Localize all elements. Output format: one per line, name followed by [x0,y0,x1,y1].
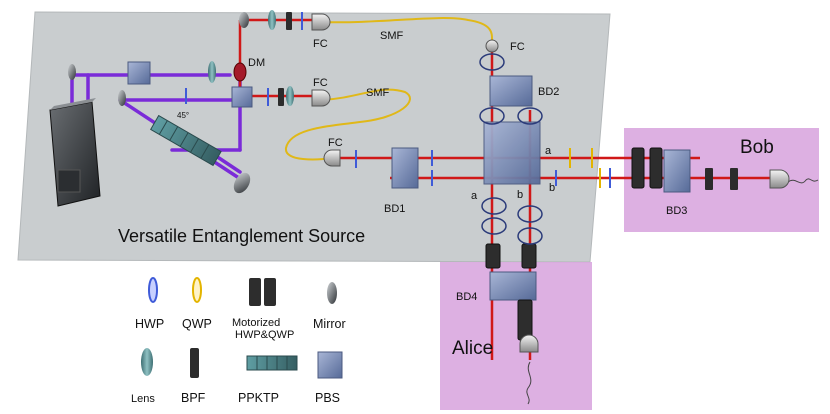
angle-label: 45° [177,111,189,120]
bd3-label: BD3 [666,205,687,217]
detector-cables [526,178,819,405]
legend-motorized-line2: HWP&QWP [235,329,294,341]
lens-legend-icon [141,348,153,376]
smf-label-top: SMF [380,30,404,42]
bpf-filters [278,12,738,190]
detector-alice [519,334,539,353]
pbs-cubes [127,61,691,301]
lens-icon [268,10,276,30]
mirrors [68,12,251,194]
ring-mounts [479,53,543,245]
dm-label: DM [248,57,265,69]
ppktp-icon [246,355,298,371]
lens-icon [208,61,216,83]
fc-label-top: FC [313,38,328,50]
source-title: Versatile Entanglement Source [118,226,365,246]
fc-icon [311,89,331,107]
mirror-icon [233,172,251,194]
fc-icon [485,39,499,53]
smf-label-mid: SMF [366,87,390,99]
bpf-icon [190,348,199,378]
smf-top-fiber [321,17,494,43]
hwp-icon [148,277,158,303]
smf-mid-fiber [285,88,411,161]
bd4-label: BD4 [456,291,477,303]
bob-label: Bob [740,137,774,158]
fc-label-mid: FC [313,77,328,89]
port-b-right: b [549,182,555,194]
port-b-down: b [517,189,523,201]
detector-bob [769,169,790,189]
alice-label: Alice [452,338,493,359]
hwps [185,12,611,188]
bd1-label: BD1 [384,203,405,215]
motorized-icon [249,278,276,306]
legend-qwp: QWP [182,317,212,331]
bd2-label: BD2 [538,86,559,98]
fibers [285,17,494,161]
legend-bpf: BPF [181,391,206,405]
legend-mirror: Mirror [313,317,346,331]
ppktp-crystal [150,114,222,167]
qwps [569,148,601,188]
mirror-icon [68,64,76,80]
dichroic-mirror [233,62,247,82]
legend-ppktp: PPKTP [238,391,279,405]
motorized-stacks [485,147,663,341]
lenses [208,10,294,106]
fc-label-right: FC [510,41,525,53]
fc-label-left: FC [328,137,343,149]
legend-pbs: PBS [315,391,340,405]
mirror-icon [239,12,249,28]
pbs-icon [317,351,343,379]
mirror-legend-icon [327,282,337,304]
laser-source [49,98,101,207]
port-a-down: a [471,190,478,202]
legend: HWP QWP Motorized HWP&QWP Mirror Lens BP… [131,277,346,405]
port-a-right: a [545,145,552,157]
fc-icon [323,149,341,167]
qwp-icon [192,277,202,303]
fiber-couplers [311,13,790,353]
fc-icon [311,13,331,31]
mirror-icon [118,90,126,106]
lens-icon [286,86,294,106]
legend-hwp: HWP [135,317,164,331]
legend-lens: Lens [131,393,155,405]
legend-motorized-line1: Motorized [232,317,280,329]
